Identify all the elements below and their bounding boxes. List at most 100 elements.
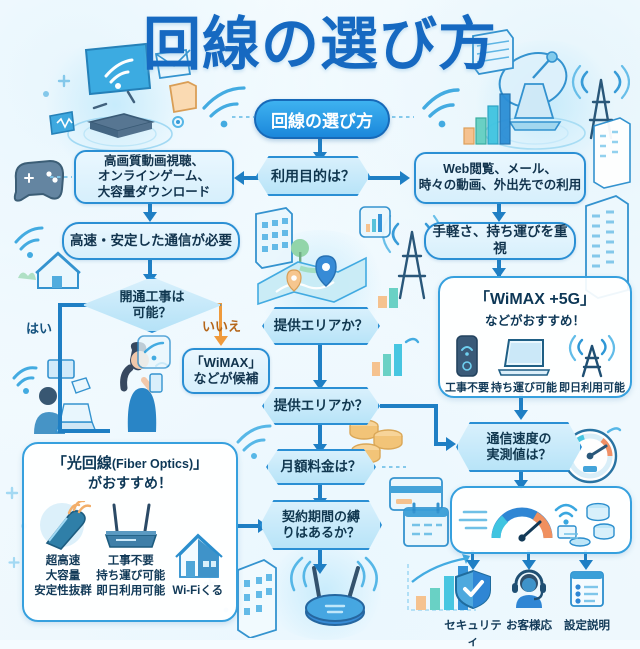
fiber-feature-0: 超高速 大容量 安定性抜群 <box>34 501 92 599</box>
wifi-icon <box>14 226 44 258</box>
deco-wifi-left-mid <box>236 424 272 459</box>
fiber-f0-l2: 安定性抜群 <box>34 585 92 598</box>
fiber-card-title: 「光回線(Fiber Optics)」 がおすすめ！ <box>24 454 236 493</box>
area-decision-1-label: 提供エリアか？ <box>273 317 369 333</box>
conn-purpose-right <box>368 176 400 180</box>
fiber-f2-l0: Wi-Fiくる <box>172 585 224 598</box>
deco-calendar <box>403 502 449 547</box>
arrow-heavy-down <box>143 212 157 222</box>
deco-house-wifi <box>14 226 81 289</box>
node-monthly-fee[interactable]: 月額料金は？ <box>266 449 376 485</box>
wifi-icon <box>554 503 578 525</box>
support-item-1[interactable]: お客様応 <box>496 568 562 633</box>
deco-bottom-building <box>237 558 277 638</box>
node-construction-decision[interactable]: 開通工事は 可能？ <box>82 277 222 333</box>
result-card-wimax5g[interactable]: 「WiMAX +5G」 などがおすすめ！ 工事不要 持ち運び可能 <box>438 276 632 398</box>
speed-line2: 実測値は？ <box>486 447 552 462</box>
arrow-contract-down <box>313 564 327 574</box>
fiber-feature-row: 超高速 大容量 安定性抜群 工事不要 持ち運び可能 即日利用可能 <box>24 501 236 599</box>
mobile-router-icon <box>456 335 478 377</box>
node-wimax-candidate[interactable]: 「WiMAX」 などが候補 <box>182 348 270 394</box>
deco-signal-small <box>372 337 420 376</box>
contract-line2: りはあるか？ <box>281 525 360 540</box>
conn-area2-down <box>318 423 322 451</box>
metrics-card[interactable] <box>450 486 632 554</box>
conn-support-1 <box>471 550 474 564</box>
conn-mobile-down <box>497 256 501 276</box>
conn-yes-v <box>58 303 62 433</box>
support-item-0[interactable]: セキュリティ <box>440 568 506 649</box>
no-label: いいえ <box>202 319 242 334</box>
conn-speed-down <box>519 470 523 486</box>
wimax5g-feature-0: 工事不要 <box>445 334 489 395</box>
fiber-f1-l0: 工事不要 <box>107 555 154 568</box>
deco-building-tall <box>585 195 629 299</box>
arrow-purpose-left <box>234 171 244 185</box>
conn-root-to-purpose <box>318 134 322 156</box>
router-icon <box>104 503 157 548</box>
deco-dotline-top-left <box>232 116 254 118</box>
node-purpose-decision-label: 利用目的は？ <box>271 167 355 184</box>
shield-check-icon <box>455 569 491 610</box>
node-purpose-heavy[interactable]: 高画質動画視聴、 オンラインゲーム、 大容量ダウンロード <box>74 150 234 204</box>
conn-area2-right <box>380 404 438 408</box>
purpose-heavy-line2: オンラインゲーム、 <box>97 169 211 184</box>
router-icon <box>87 90 156 138</box>
deco-buildings-map <box>255 207 367 306</box>
construction-line1: 開通工事は <box>119 289 185 305</box>
signal-bars-icon <box>378 288 398 308</box>
laptop-icon <box>497 339 551 376</box>
settings-doc-icon <box>570 571 604 607</box>
node-need-fast[interactable]: 高速・安定した通信が必要 <box>62 222 240 260</box>
node-purpose-light[interactable]: Web閲覧、メール、 時々の動画、外出先での利用 <box>414 152 586 204</box>
construction-line2: 可能？ <box>132 305 172 320</box>
node-root[interactable]: 回線の選び方 <box>254 99 390 139</box>
speed-line1: 通信速度の <box>486 431 552 447</box>
wimax-candidate-line2: などが候補 <box>193 371 259 386</box>
node-need-mobile-label: 手軽さ、持ち運びを重視 <box>432 224 568 256</box>
wimax5g-title-line1: 「WiMAX +5G」 <box>473 291 597 308</box>
fiber-cable-icon <box>40 501 91 551</box>
arrow-no-down <box>214 336 228 346</box>
arrow-light-down <box>492 212 506 222</box>
conn-fiber-to-contract <box>238 524 266 528</box>
node-area-decision-1[interactable]: 提供エリアか？ <box>262 307 380 345</box>
arrow-speed-down <box>514 480 528 490</box>
deco-signal-card <box>359 206 391 238</box>
node-contract-decision[interactable]: 契約期間の縛 りはあるか？ <box>260 500 382 550</box>
house-icon <box>174 533 223 578</box>
fiber-f1-l1: 持ち運び可能 <box>96 570 166 583</box>
wimax5g-title-line2: などがおすすめ！ <box>484 314 585 328</box>
conn-support-3 <box>584 550 587 564</box>
satellite-dish-icon <box>498 51 568 131</box>
wimax5g-feature-row: 工事不要 持ち運び可能 即日利用可能 <box>440 334 630 395</box>
deco-signal-bars <box>422 88 511 145</box>
antenna-tower-icon <box>568 334 616 378</box>
purpose-light-line1: Web閲覧、メール、 <box>443 162 557 177</box>
node-need-mobile[interactable]: 手軽さ、持ち運びを重視 <box>424 222 576 260</box>
node-area-decision-2[interactable]: 提供エリアか？ <box>262 387 380 425</box>
conn-heavy-down <box>148 200 152 218</box>
node-purpose-decision[interactable]: 利用目的は？ <box>256 156 370 196</box>
metrics-card-art <box>458 502 615 547</box>
support-item-2[interactable]: 設定説明 <box>552 568 622 633</box>
node-need-fast-label: 高速・安定した通信が必要 <box>70 232 232 248</box>
deco-wifi-card-small <box>137 335 171 369</box>
fiber-feature-1: 工事不要 持ち運び可能 即日利用可能 <box>96 501 165 599</box>
deco-dotline-fee <box>382 466 406 468</box>
deco-dotline-top <box>392 116 414 118</box>
monthly-fee-label: 月額料金は？ <box>280 458 362 474</box>
conn-yes-h2 <box>58 429 110 433</box>
wimax5g-feature-1-label: 持ち運び可能 <box>491 382 557 394</box>
fiber-title-main: 「光回線 <box>51 455 112 472</box>
deco-dotline-left <box>50 176 72 178</box>
folder-icon <box>168 81 197 114</box>
result-card-fiber[interactable]: 「光回線(Fiber Optics)」 がおすすめ！ 超高速 大容量 安定性抜群 <box>22 442 238 622</box>
arrow-mobile-down <box>492 268 506 278</box>
arrow-into-speed <box>446 437 456 451</box>
conn-support-2 <box>527 550 530 564</box>
page-title: 回線の選び方 <box>142 12 497 77</box>
wimax5g-feature-2-label: 即日利用可能 <box>559 382 625 394</box>
node-speed-decision[interactable]: 通信速度の 実測値は？ <box>456 422 582 472</box>
fiber-f0-l1: 大容量 <box>45 570 81 583</box>
